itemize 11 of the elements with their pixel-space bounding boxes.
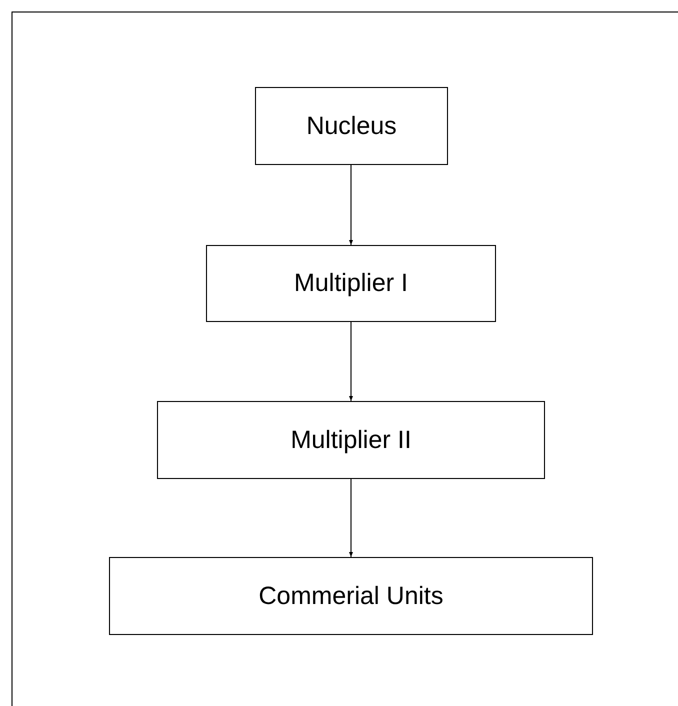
process-box	[157, 401, 545, 479]
box-label: Multiplier II	[290, 426, 412, 454]
box-label: Multiplier I	[294, 269, 408, 298]
box-label: Nucleus	[306, 112, 397, 140]
process-box	[109, 557, 593, 635]
box-label: Commerial Units	[258, 582, 444, 610]
process-box	[206, 245, 496, 322]
arrow	[349, 164, 353, 246]
arrow	[349, 322, 353, 402]
arrow	[349, 478, 353, 558]
process-box	[255, 87, 448, 165]
